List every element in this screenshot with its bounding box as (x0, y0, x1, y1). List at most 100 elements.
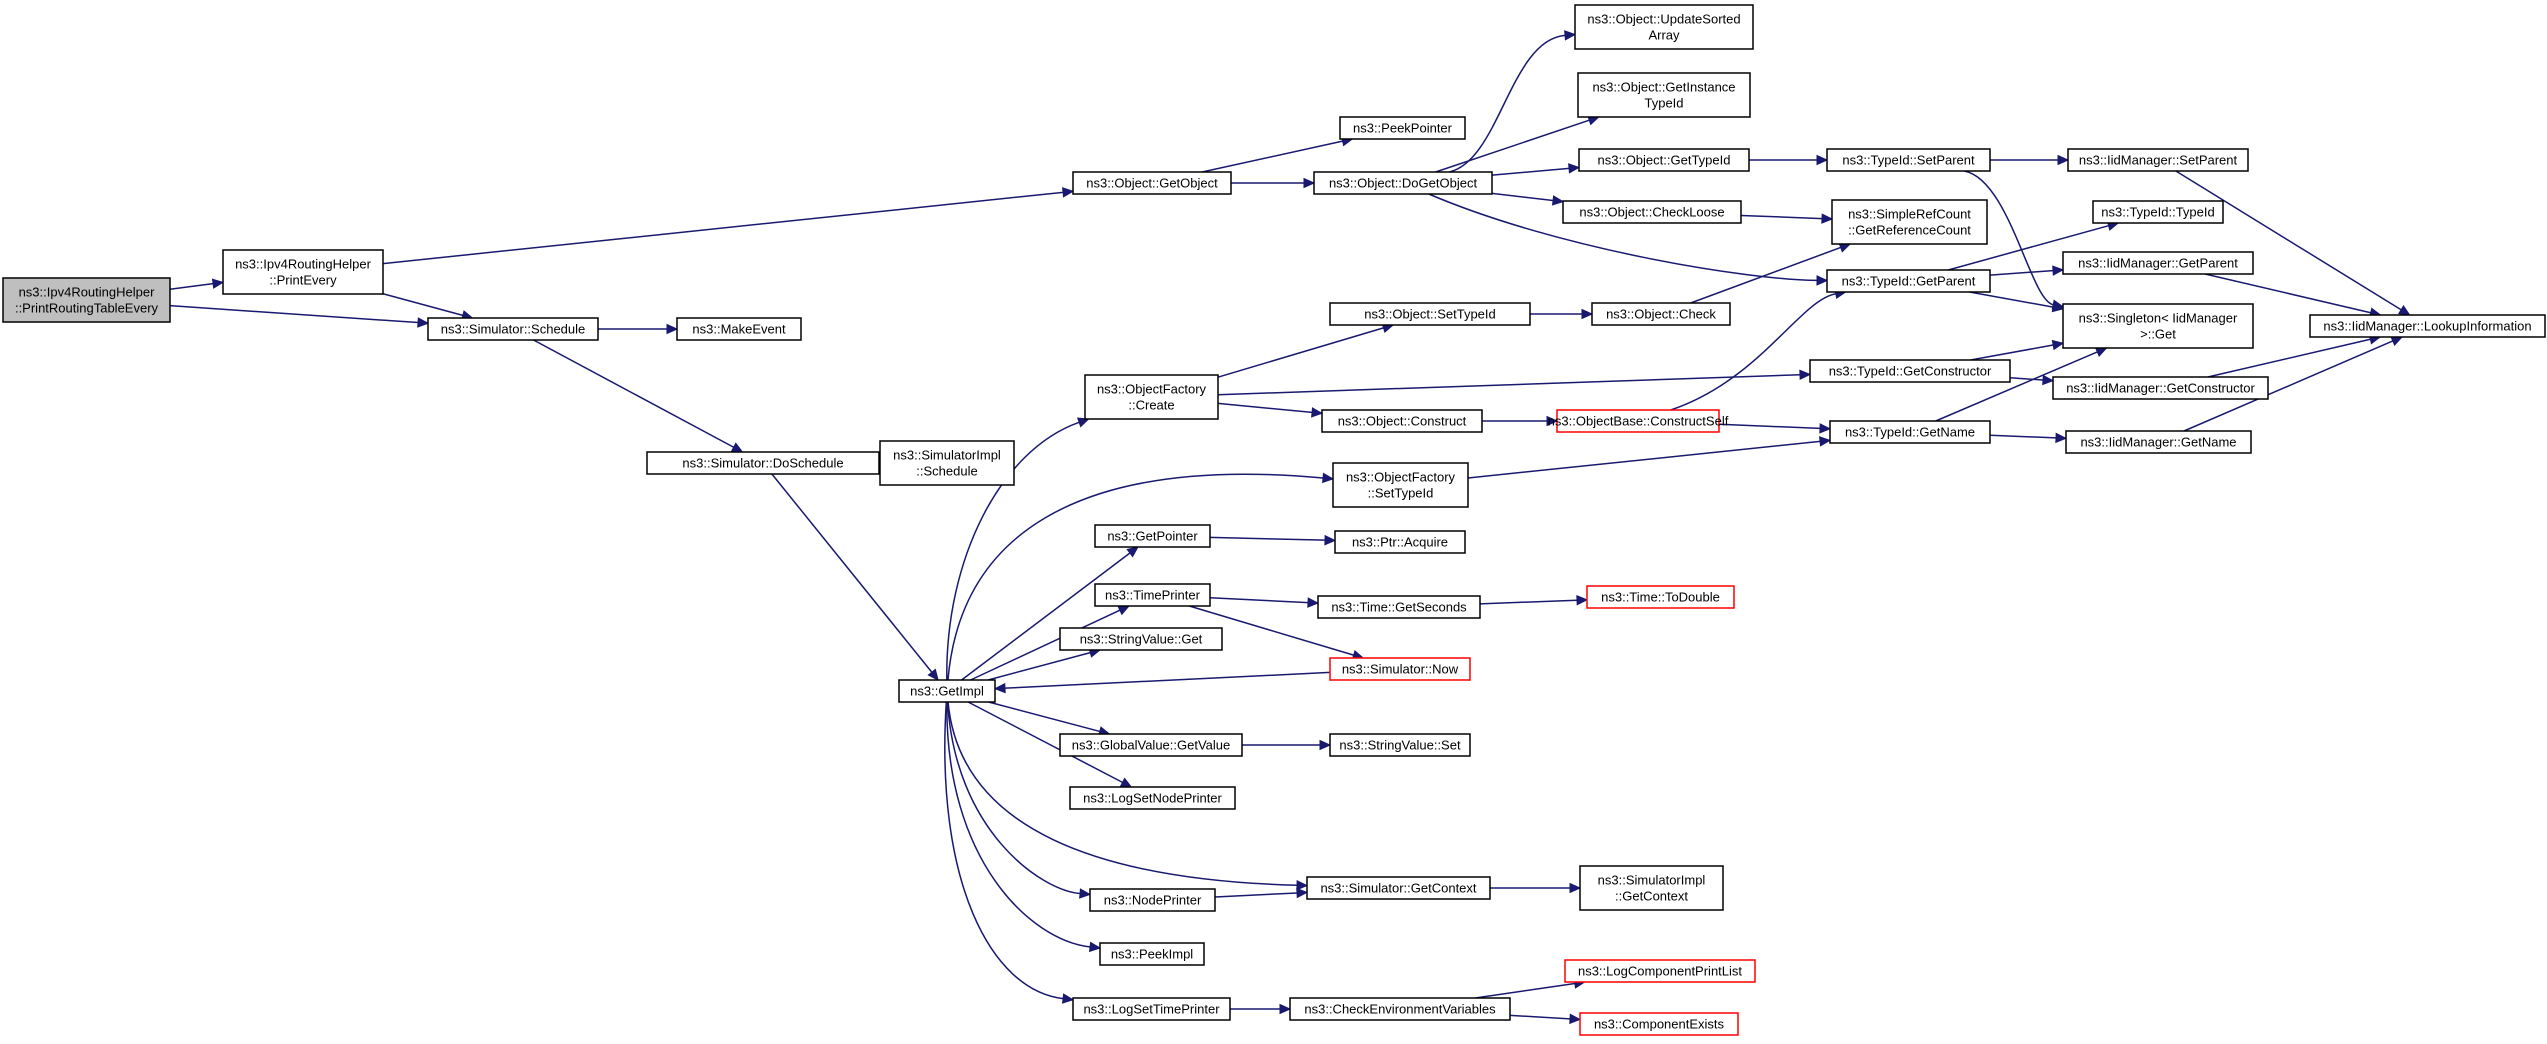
edge-line (1435, 119, 1590, 173)
node-logcomponentprint[interactable]: ns3::LogComponentPrintList (1564, 959, 1756, 983)
node-stringvalue-set[interactable]: ns3::StringValue::Set (1329, 733, 1471, 757)
node-getseconds[interactable]: ns3::Time::GetSeconds (1317, 595, 1481, 619)
node-label: ns3::TypeId::SetParent (1842, 153, 1975, 168)
node-singleton[interactable]: ns3::Singleton< IidManager>::Get (2062, 303, 2254, 349)
node-ptr-acquire[interactable]: ns3::Ptr::Acquire (1334, 530, 1466, 554)
node-obj-check[interactable]: ns3::Object::Check (1591, 302, 1731, 326)
node-logtimeprinter[interactable]: ns3::LogSetTimePrinter (1072, 997, 1231, 1021)
node-label: ns3::Object::GetTypeId (1598, 153, 1731, 168)
node-box (1099, 942, 1205, 966)
node-lognodeprinter[interactable]: ns3::LogSetNodePrinter (1069, 786, 1236, 810)
node-getpointer[interactable]: ns3::GetPointer (1094, 524, 1211, 548)
node-simimpl-schedule[interactable]: ns3::SimulatorImpl::Schedule (879, 440, 1015, 486)
node-box (1562, 200, 1742, 224)
edge-line (169, 304, 419, 324)
node-box (1072, 997, 1231, 1021)
node-box (1329, 302, 1531, 326)
node-nodeprinter[interactable]: ns3::NodePrinter (1089, 888, 1216, 912)
edge-line (970, 609, 1121, 681)
node-makeevent[interactable]: ns3::MakeEvent (676, 317, 802, 341)
edge-line (946, 701, 1091, 948)
node-checkenv[interactable]: ns3::CheckEnvironmentVariables (1289, 997, 1511, 1021)
node-schedule[interactable]: ns3::Simulator::Schedule (427, 317, 599, 341)
node-box (2062, 251, 2254, 275)
edge-arrowhead (1546, 415, 1559, 427)
edge-factory-create-to-obj-construct (1217, 402, 1324, 418)
node-dogetobject[interactable]: ns3::Object::DoGetObject (1313, 171, 1493, 195)
node-sim-now[interactable]: ns3::Simulator::Now (1329, 657, 1471, 681)
node-label: ns3::Object::GetObject (1086, 176, 1218, 191)
edge-arrowhead (1819, 423, 1832, 434)
node-label: ns3::PeekPointer (1353, 121, 1453, 136)
node-doschedule[interactable]: ns3::Simulator::DoSchedule (646, 451, 880, 475)
node-box (1829, 420, 1991, 444)
node-checkloose[interactable]: ns3::Object::CheckLoose (1562, 200, 1742, 224)
node-obj-construct[interactable]: ns3::Object::Construct (1321, 409, 1483, 433)
edge-line (961, 552, 1131, 681)
edge-line (2207, 338, 2371, 378)
node-label: ns3::ObjectBase::ConstructSelf (1548, 414, 1729, 429)
node-constructself[interactable]: ns3::ObjectBase::ConstructSelf (1548, 409, 1729, 433)
edge-arrowhead (1799, 369, 1812, 381)
node-obj-gettypeid[interactable]: ns3::Object::GetTypeId (1578, 148, 1750, 172)
node-lid-setparent[interactable]: ns3::IidManager::SetParent (2067, 148, 2249, 172)
node-simimpl-getcontext[interactable]: ns3::SimulatorImpl::GetContext (1579, 865, 1724, 911)
edge-arrowhead (1119, 777, 1133, 788)
edge-root-to-schedule (169, 304, 430, 328)
node-todouble[interactable]: ns3::Time::ToDouble (1586, 585, 1735, 609)
node-label: ns3::Ipv4RoutingHelper (19, 285, 156, 300)
node-settypeid[interactable]: ns3::Object::SetTypeId (1329, 302, 1531, 326)
node-factory-settypeid[interactable]: ns3::ObjectFactory::SetTypeId (1332, 462, 1469, 508)
node-typeid-getname[interactable]: ns3::TypeId::GetName (1829, 420, 1991, 444)
node-label: ns3::TypeId::GetConstructor (1829, 364, 1992, 379)
node-box (1059, 627, 1223, 651)
node-stringvalue-get[interactable]: ns3::StringValue::Get (1059, 627, 1223, 651)
node-box (1069, 786, 1236, 810)
edge-arrowhead (1816, 154, 1829, 166)
node-printevery[interactable]: ns3::Ipv4RoutingHelper::PrintEvery (222, 249, 384, 295)
node-getobject[interactable]: ns3::Object::GetObject (1072, 171, 1232, 195)
node-label: ::SetTypeId (1368, 486, 1434, 501)
node-root[interactable]: ns3::Ipv4RoutingHelper::PrintRoutingTabl… (2, 277, 171, 323)
node-typeid-typeid[interactable]: ns3::TypeId::TypeId (2092, 200, 2224, 224)
node-lid-getconstructor[interactable]: ns3::IidManager::GetConstructor (2052, 376, 2269, 400)
node-componentexists[interactable]: ns3::ComponentExists (1579, 1012, 1739, 1036)
node-box (1317, 595, 1481, 619)
node-peekimpl[interactable]: ns3::PeekImpl (1099, 942, 1205, 966)
node-globalvalue[interactable]: ns3::GlobalValue::GetValue (1059, 733, 1243, 757)
node-sim-getcontext[interactable]: ns3::Simulator::GetContext (1306, 876, 1491, 900)
edge-line (1467, 440, 1821, 479)
edge-arrowhead (1564, 30, 1577, 41)
node-typeid-getconstructor[interactable]: ns3::TypeId::GetConstructor (1809, 359, 2011, 383)
node-factory-create[interactable]: ns3::ObjectFactory::Create (1084, 374, 1219, 420)
node-typeid-getparent[interactable]: ns3::TypeId::GetParent (1826, 269, 1991, 293)
edge-doschedule-to-getimpl (771, 473, 939, 681)
edge-line (987, 651, 1091, 681)
node-getimpl[interactable]: ns3::GetImpl (898, 679, 996, 703)
node-timeprinter[interactable]: ns3::TimePrinter (1094, 583, 1211, 607)
edge-typeid-getname-to-lid-getname (1989, 432, 2068, 444)
node-typeid-setparent[interactable]: ns3::TypeId::SetParent (1826, 148, 1991, 172)
edge-arrowhead (2055, 432, 2068, 444)
edge-constructself-to-typeid-getname (1718, 423, 1832, 434)
edge-line (946, 701, 1081, 895)
node-box (1578, 148, 1750, 172)
node-label: ns3::Object::CheckLoose (1579, 205, 1724, 220)
edge-schedule-to-doschedule (533, 339, 744, 453)
edge-sim-getcontext-to-simimpl-getcontext (1490, 882, 1582, 894)
edge-arrowhead (1126, 546, 1139, 558)
node-label: >::Get (2140, 327, 2176, 342)
edge-printevery-to-schedule (382, 292, 474, 321)
node-box (1831, 199, 1988, 245)
node-label: ns3::IidManager::SetParent (2079, 153, 2238, 168)
edge-arrowhead (2051, 339, 2065, 351)
node-lookup[interactable]: ns3::IidManager::LookupInformation (2309, 314, 2546, 338)
edge-getimpl-to-peekimpl (946, 701, 1102, 953)
node-simplerefcount[interactable]: ns3::SimpleRefCount::GetReferenceCount (1831, 199, 1988, 245)
node-peekpointer[interactable]: ns3::PeekPointer (1339, 116, 1466, 140)
node-lid-getparent[interactable]: ns3::IidManager::GetParent (2062, 251, 2254, 275)
node-label: ns3::GlobalValue::GetValue (1072, 738, 1231, 753)
node-lid-getname[interactable]: ns3::IidManager::GetName (2065, 430, 2252, 454)
